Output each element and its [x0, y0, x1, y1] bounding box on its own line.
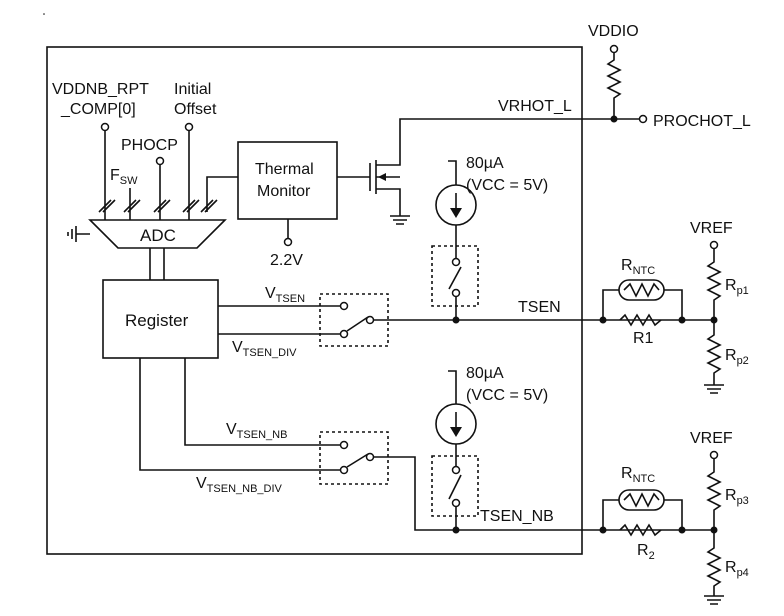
ntc-network-2: RNTC R2 [602, 465, 683, 562]
comp0-label: _COMP[0] [60, 101, 136, 118]
adc-label: ADC [140, 226, 176, 245]
vtsen-label: VTSEN [265, 285, 305, 305]
register-label: Register [125, 311, 189, 330]
thermal-monitor: Thermal Monitor 2.2V [206, 141, 338, 269]
vtsennb-label: VTSEN_NB [226, 421, 287, 441]
ntc-network-1: RNTC R1 [602, 257, 683, 347]
prochot-label: PROCHOT_L [653, 113, 751, 130]
r1-label: R1 [633, 330, 654, 347]
phocp-label: PHOCP [121, 137, 178, 154]
tsen-nb-label: TSEN_NB [480, 508, 554, 525]
current-source-2: 80µA (VCC = 5V) [431, 365, 548, 534]
offset-label: Offset [174, 101, 217, 118]
vddio-label: VDDIO [588, 23, 639, 40]
current-source-1: 80µA (VCC = 5V) [431, 155, 548, 324]
rp3-label: Rp3 [725, 487, 749, 507]
v22-label: 2.2V [270, 252, 303, 269]
rp4-label: Rp4 [725, 559, 749, 579]
vref2-label: VREF [690, 430, 733, 447]
vref-divider-1: VREF Rp1 Rp2 [690, 220, 749, 394]
vrhot-label: VRHOT_L [498, 98, 572, 115]
thermal-label-1: Thermal [255, 161, 314, 178]
vref1-label: VREF [690, 220, 733, 237]
current2-label-b: (VCC = 5V) [466, 387, 548, 404]
adc-block: ADC VDDNB_RPT _COMP[0] Initial Offset PH… [52, 81, 227, 280]
vtsennbdiv-label: VTSEN_NB_DIV [196, 475, 283, 495]
vddio-pullup: VDDIO VRHOT_L PROCHOT_L [399, 23, 751, 152]
current2-label-a: 80µA [466, 365, 504, 382]
nmos-transistor [337, 152, 410, 225]
vtsendiv-label: VTSEN_DIV [232, 339, 297, 359]
r2-label: R2 [637, 542, 655, 562]
current1-label-b: (VCC = 5V) [466, 177, 548, 194]
thermal-label-2: Monitor [257, 183, 311, 200]
rntc1-label: RNTC [621, 257, 655, 277]
initial-label: Initial [174, 81, 211, 98]
current1-label-a: 80µA [466, 155, 504, 172]
rp1-label: Rp1 [725, 277, 749, 297]
rntc2-label: RNTC [621, 465, 655, 485]
fsw-label: FSW [110, 167, 138, 187]
tsen-label: TSEN [518, 299, 561, 316]
mux-switch-2 [319, 431, 456, 531]
chip-boundary [46, 46, 583, 555]
rp2-label: Rp2 [725, 347, 749, 367]
vref-divider-2: VREF Rp3 Rp4 [690, 430, 749, 605]
vddnb-label: VDDNB_RPT [52, 81, 149, 98]
register-block: Register VTSEN VTSEN_DIV VTSEN_NB VTSEN_… [102, 279, 340, 495]
mux-switch-1 [319, 293, 455, 347]
